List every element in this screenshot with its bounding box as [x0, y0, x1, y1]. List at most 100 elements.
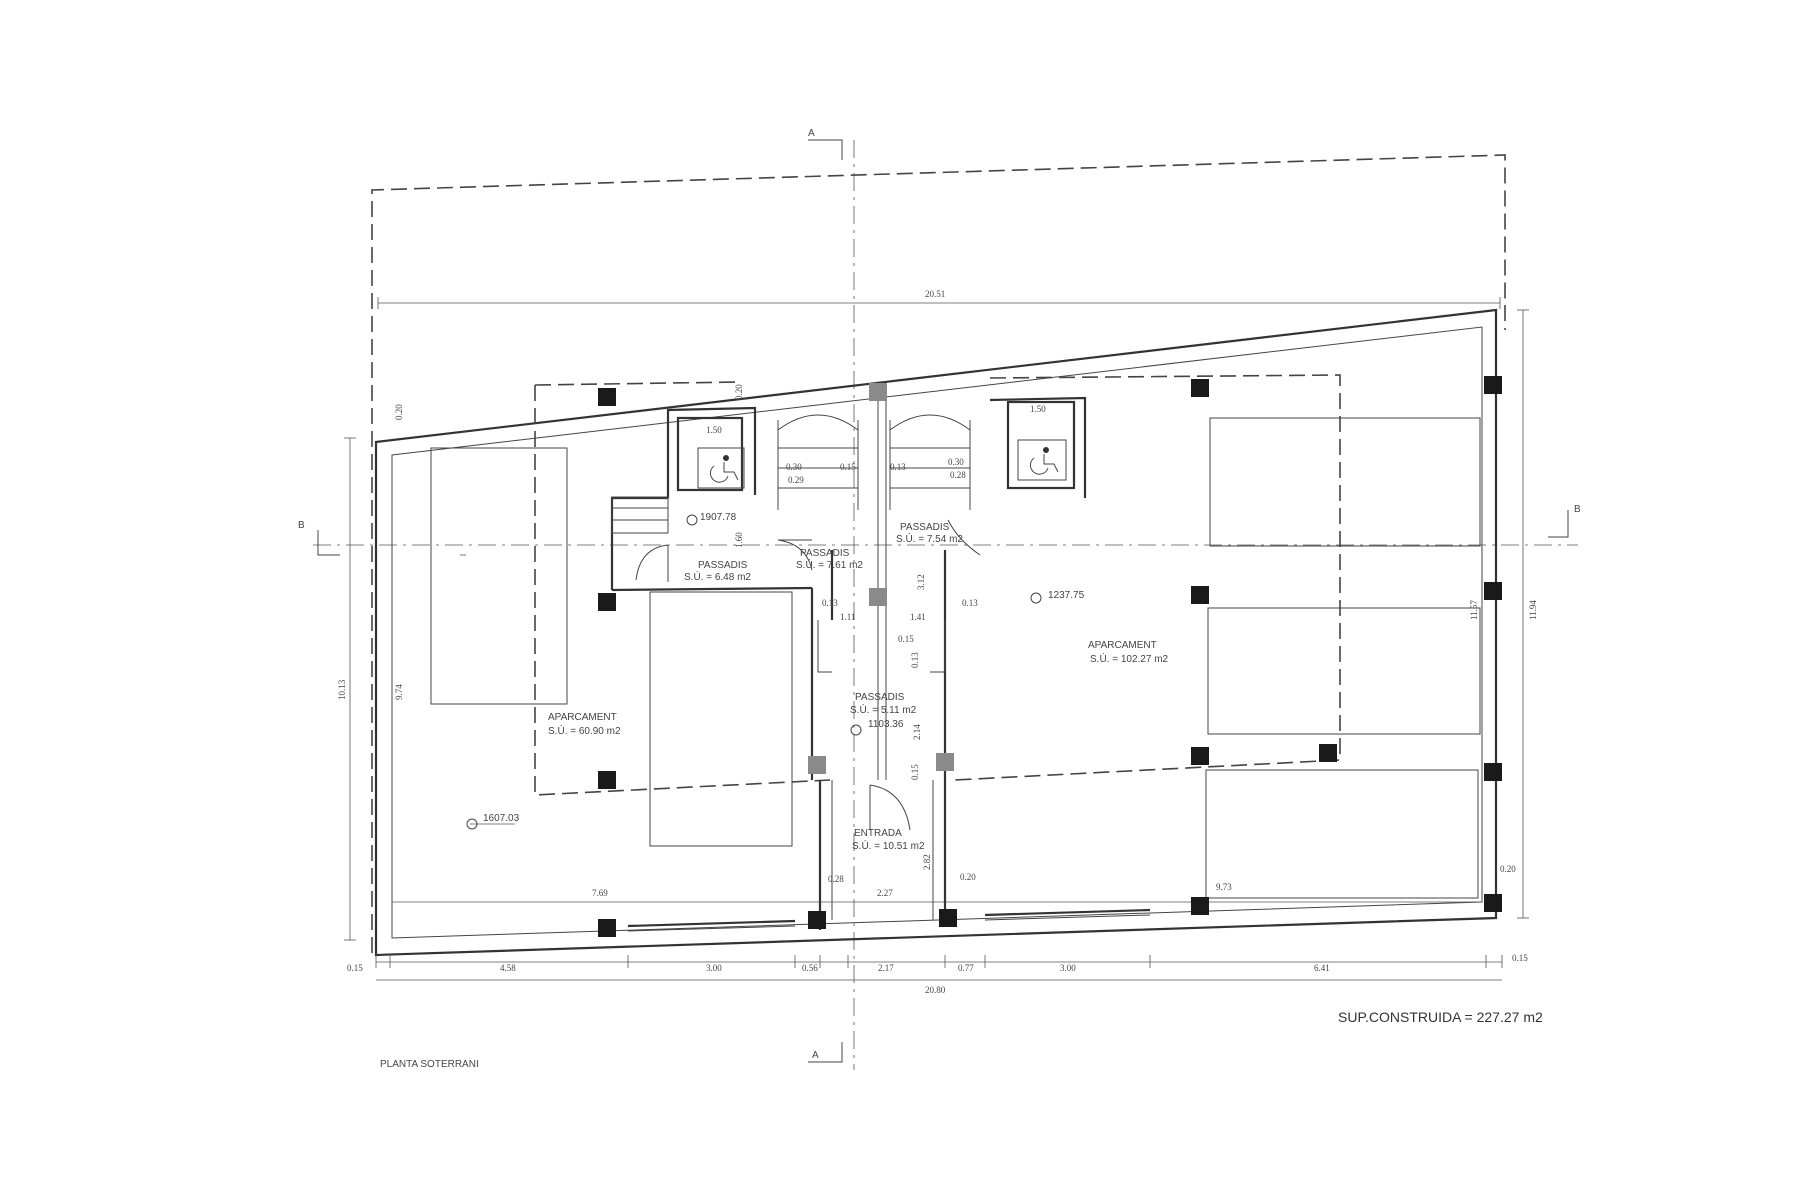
svg-text:PASSADIS: PASSADIS: [900, 522, 950, 533]
svg-text:PASSADIS: PASSADIS: [855, 692, 905, 703]
svg-text:0.15: 0.15: [910, 764, 920, 780]
dim-left-height: 10.13: [337, 679, 347, 700]
column: [808, 756, 826, 774]
svg-text:S.Ú. = 7.61 m2: S.Ú. = 7.61 m2: [796, 558, 863, 571]
building-outline: [374, 308, 1498, 957]
svg-text:APARCAMENT: APARCAMENT: [548, 712, 617, 723]
parking-space-right-3: [1205, 769, 1479, 899]
garage-door-right: [984, 908, 1151, 917]
svg-text:0.13: 0.13: [962, 598, 978, 608]
plan-title: PLANTA SOTERRANI: [380, 1059, 479, 1070]
svg-text:1103.36: 1103.36: [868, 719, 904, 730]
svg-text:0.13: 0.13: [910, 652, 920, 668]
svg-text:APARCAMENT: APARCAMENT: [1088, 640, 1157, 651]
dim-top-total: 20.51: [925, 289, 945, 299]
svg-text:S.Ú. = 5.11 m2: S.Ú. = 5.11 m2: [850, 703, 917, 716]
column: [936, 753, 954, 771]
svg-text:S.Ú. = 10.51 m2: S.Ú. = 10.51 m2: [852, 839, 925, 852]
svg-text:S.Ú. = 60.90 m2: S.Ú. = 60.90 m2: [548, 724, 621, 737]
svg-text:S.Ú. = 7.54 m2: S.Ú. = 7.54 m2: [896, 532, 963, 545]
dim-seg-3: 3.00: [706, 963, 722, 973]
column: [598, 388, 616, 406]
dim-left-inner: 9.74: [394, 684, 404, 700]
section-mark-b-right: B: [1574, 504, 1581, 515]
room-passage-center-left: PASSADIS S.Ú. = 7.61 m2: [796, 548, 863, 571]
svg-text:PASSADIS: PASSADIS: [698, 560, 748, 571]
svg-text:1.41: 1.41: [910, 612, 926, 622]
garage-door-left: [627, 919, 796, 928]
svg-text:0.15: 0.15: [840, 462, 856, 472]
parking-space-right-2: [1207, 607, 1481, 735]
dimension-inner-bottom: 7.69 2.27 9.73: [392, 882, 1480, 903]
wheelchair-icon: [697, 447, 745, 489]
svg-text:1.50: 1.50: [1030, 404, 1046, 414]
room-entrance: ENTRADA S.Ú. = 10.51 m2 0.28 0.20 2.82: [828, 828, 976, 884]
svg-text:S.Ú. = 102.27 m2: S.Ú. = 102.27 m2: [1090, 652, 1169, 665]
column: [598, 771, 616, 789]
svg-text:1.60: 1.60: [734, 532, 744, 548]
parking-space-right-1: [1209, 417, 1481, 547]
wheelchair-icon: [1017, 439, 1067, 481]
svg-text:1.50: 1.50: [706, 425, 722, 435]
svg-text:0.13: 0.13: [890, 462, 906, 472]
svg-text:1237.75: 1237.75: [1048, 590, 1085, 601]
svg-text:PASSADIS: PASSADIS: [800, 548, 850, 559]
slab-outline-left: [534, 385, 831, 796]
svg-text:0.15: 0.15: [898, 634, 914, 644]
svg-text:0.13: 0.13: [822, 598, 838, 608]
dim-seg-9: 0.15: [1512, 953, 1528, 963]
svg-text:3.12: 3.12: [916, 574, 926, 590]
dim-seg-1: 0.15: [347, 963, 363, 973]
dimension-left: 10.13 9.74 0.20: [337, 404, 404, 941]
section-mark-a-top: A: [808, 128, 815, 139]
svg-text:1907.78: 1907.78: [700, 512, 737, 523]
column: [1484, 376, 1502, 394]
svg-text:0.30: 0.30: [786, 462, 802, 472]
column: [1191, 897, 1209, 915]
column: [598, 919, 616, 937]
dim-seg-6: 0.77: [958, 963, 974, 973]
room-parking-left: APARCAMENT S.Ú. = 60.90 m2 1607.03: [466, 712, 621, 830]
staircase: [611, 414, 971, 534]
section-mark-b-left: B: [298, 520, 305, 531]
svg-text:1.11: 1.11: [840, 612, 855, 622]
svg-text:2.14: 2.14: [912, 724, 922, 740]
property-boundary: [371, 154, 1506, 953]
door-swings: [635, 519, 981, 831]
svg-text:0.30: 0.30: [948, 457, 964, 467]
svg-text:2.82: 2.82: [922, 854, 932, 870]
building-inner-outline: [391, 326, 1483, 939]
svg-text:0.28: 0.28: [950, 470, 966, 480]
room-parking-right: APARCAMENT S.Ú. = 102.27 m2 1237.75: [1030, 590, 1169, 665]
column: [1484, 894, 1502, 912]
parking-space-left-1: [430, 447, 568, 705]
passage-dimensions: 0.13 1.11 1.41 0.13 0.15 0.13 0.15 0.13 …: [734, 384, 978, 780]
dim-seg-8: 6.41: [1314, 963, 1330, 973]
svg-text:0.20: 0.20: [960, 872, 976, 882]
column: [598, 593, 616, 611]
column: [1484, 763, 1502, 781]
dimension-top: 20.51: [377, 289, 1501, 309]
section-mark-a-bottom: A: [812, 1050, 819, 1061]
central-core: [610, 390, 1087, 930]
svg-text:S.Ú. = 6.48 m2: S.Ú. = 6.48 m2: [684, 570, 751, 583]
dim-seg-7: 3.00: [1060, 963, 1076, 973]
dim-seg-5: 2.17: [878, 963, 894, 973]
column: [1191, 586, 1209, 604]
dim-inner-center: 2.27: [877, 888, 893, 898]
structural-columns: [598, 376, 1502, 937]
parking-space-left-2: [649, 591, 793, 847]
column: [869, 383, 887, 401]
room-passage-left: PASSADIS S.Ú. = 6.48 m2 1907.78 1.60: [684, 512, 751, 583]
room-passage-center-right: PASSADIS S.Ú. = 7.54 m2: [896, 522, 963, 545]
svg-text:0.20: 0.20: [734, 384, 744, 400]
dim-left-top-small: 0.20: [394, 404, 404, 420]
dimension-right: 11.94 11.57 0.20: [1469, 309, 1538, 919]
column: [1191, 747, 1209, 765]
room-passage-center: PASSADIS S.Ú. = 5.11 m2 1103.36 2.14 3.1…: [850, 574, 926, 740]
section-line-a: A A: [808, 128, 855, 1070]
dim-seg-2: 4.58: [500, 963, 516, 973]
section-line-b: B B: [298, 504, 1581, 556]
column: [808, 911, 826, 929]
